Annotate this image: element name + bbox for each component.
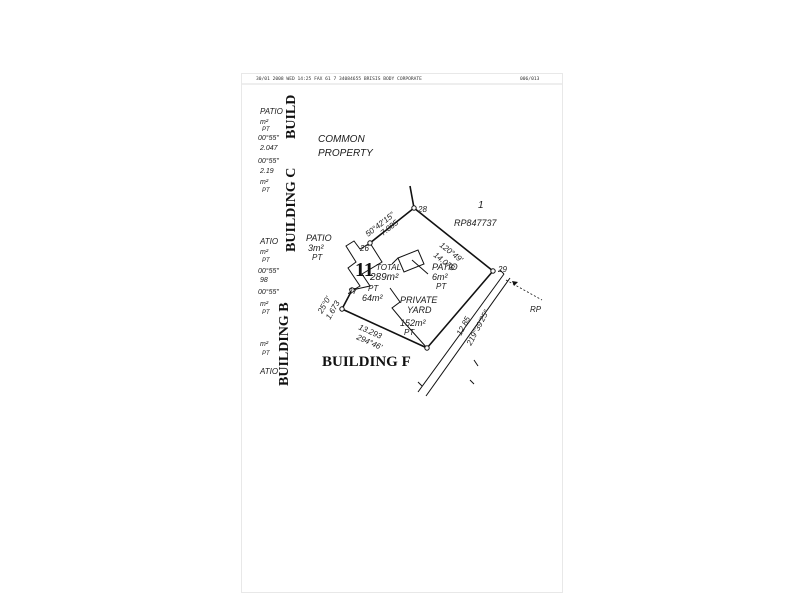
common-property-line2: PROPERTY	[318, 148, 374, 159]
margin-note-8: PT	[262, 188, 271, 194]
patio-right-label: PATIO	[432, 262, 458, 272]
margin-note-13: 98	[260, 277, 268, 284]
point-bottom-marker	[424, 345, 430, 351]
fax-header-left: 30/01 2008 WED 14:25 FAX 61 7 34084655 B…	[256, 76, 422, 82]
patio-left-pt: PT	[312, 253, 323, 262]
point-28-label: 28	[417, 205, 427, 214]
pt-label-lot: PT	[368, 284, 379, 293]
point-26-marker	[367, 240, 373, 246]
point-26-label: 26	[359, 244, 369, 253]
survey-plan-page: 30/01 2008 WED 14:25 FAX 61 7 34084655 B…	[242, 74, 562, 592]
survey-points	[339, 205, 496, 351]
margin-note-14: 00°55"	[258, 288, 279, 296]
patio-right-area: 6m²	[432, 272, 449, 282]
lot-one-label: 1	[478, 200, 484, 211]
point-28-marker	[411, 205, 417, 211]
left-margin-notes: PATIO m² PT 00°55" 2.047 00°55" 2.19 m² …	[258, 107, 283, 376]
lot-number-label: 11	[355, 259, 374, 281]
common-property-line1: COMMON	[318, 134, 365, 145]
margin-note-2: PT	[262, 127, 271, 133]
margin-note-18: PT	[262, 351, 271, 357]
margin-note-5: 00°55"	[258, 157, 279, 165]
total-area: 289m²	[369, 272, 399, 283]
fax-header-right: 006/013	[520, 76, 540, 82]
survey-plan-drawing: 30/01 2008 WED 14:25 FAX 61 7 34084655 B…	[242, 76, 562, 397]
tick-mark-right	[469, 379, 475, 385]
total-label: TOTAL	[376, 263, 401, 272]
margin-note-7: m²	[260, 179, 269, 186]
margin-note-1: m²	[260, 119, 269, 126]
tick-mark	[417, 381, 423, 387]
margin-note-16: PT	[262, 310, 271, 316]
private-yard-area: 152m²	[400, 318, 427, 328]
patio-right-pt: PT	[436, 282, 447, 291]
margin-note-10: m²	[260, 249, 269, 256]
pt-area: 64m²	[362, 293, 384, 303]
point-29-label: 29	[497, 265, 507, 274]
rp-partial-label: RP	[530, 305, 542, 314]
point-27-label: 27	[347, 287, 357, 296]
point-corner-marker	[339, 306, 345, 312]
leader-arrow	[512, 281, 518, 286]
building-c-label: BUILDING C	[284, 168, 299, 252]
bearing-right-low: 219°39'25"	[464, 308, 491, 348]
margin-note-12: 00°55"	[258, 267, 279, 275]
margin-note-6: 2.19	[259, 168, 274, 175]
margin-note-11: PT	[262, 258, 271, 264]
patio-left-area: 3m²	[308, 243, 325, 253]
margin-note-4: 2.047	[259, 145, 279, 152]
margin-note-3: 00°55"	[258, 134, 279, 142]
margin-note-9: ATIO	[259, 237, 278, 246]
point-29-marker	[490, 268, 496, 274]
private-yard-line2: YARD	[407, 305, 432, 315]
building-b-label: BUILDING B	[277, 302, 292, 386]
dashed-leader	[505, 279, 543, 301]
private-yard-pt: PT	[404, 328, 415, 337]
margin-note-19: ATIO	[259, 367, 278, 376]
margin-note-17: m²	[260, 341, 269, 348]
lot-boundary	[341, 185, 494, 349]
rp-number-label: RP847737	[454, 218, 498, 228]
patio-left-label: PATIO	[306, 233, 332, 243]
right-boundary-lines	[417, 269, 511, 397]
building-f-label: BUILDING F	[322, 354, 411, 370]
build-label: BUILD	[284, 95, 299, 139]
private-yard-line1: PRIVATE	[400, 295, 438, 305]
margin-note-0: PATIO	[260, 107, 283, 116]
margin-note-15: m²	[260, 301, 269, 308]
point-27-marker	[349, 287, 355, 293]
